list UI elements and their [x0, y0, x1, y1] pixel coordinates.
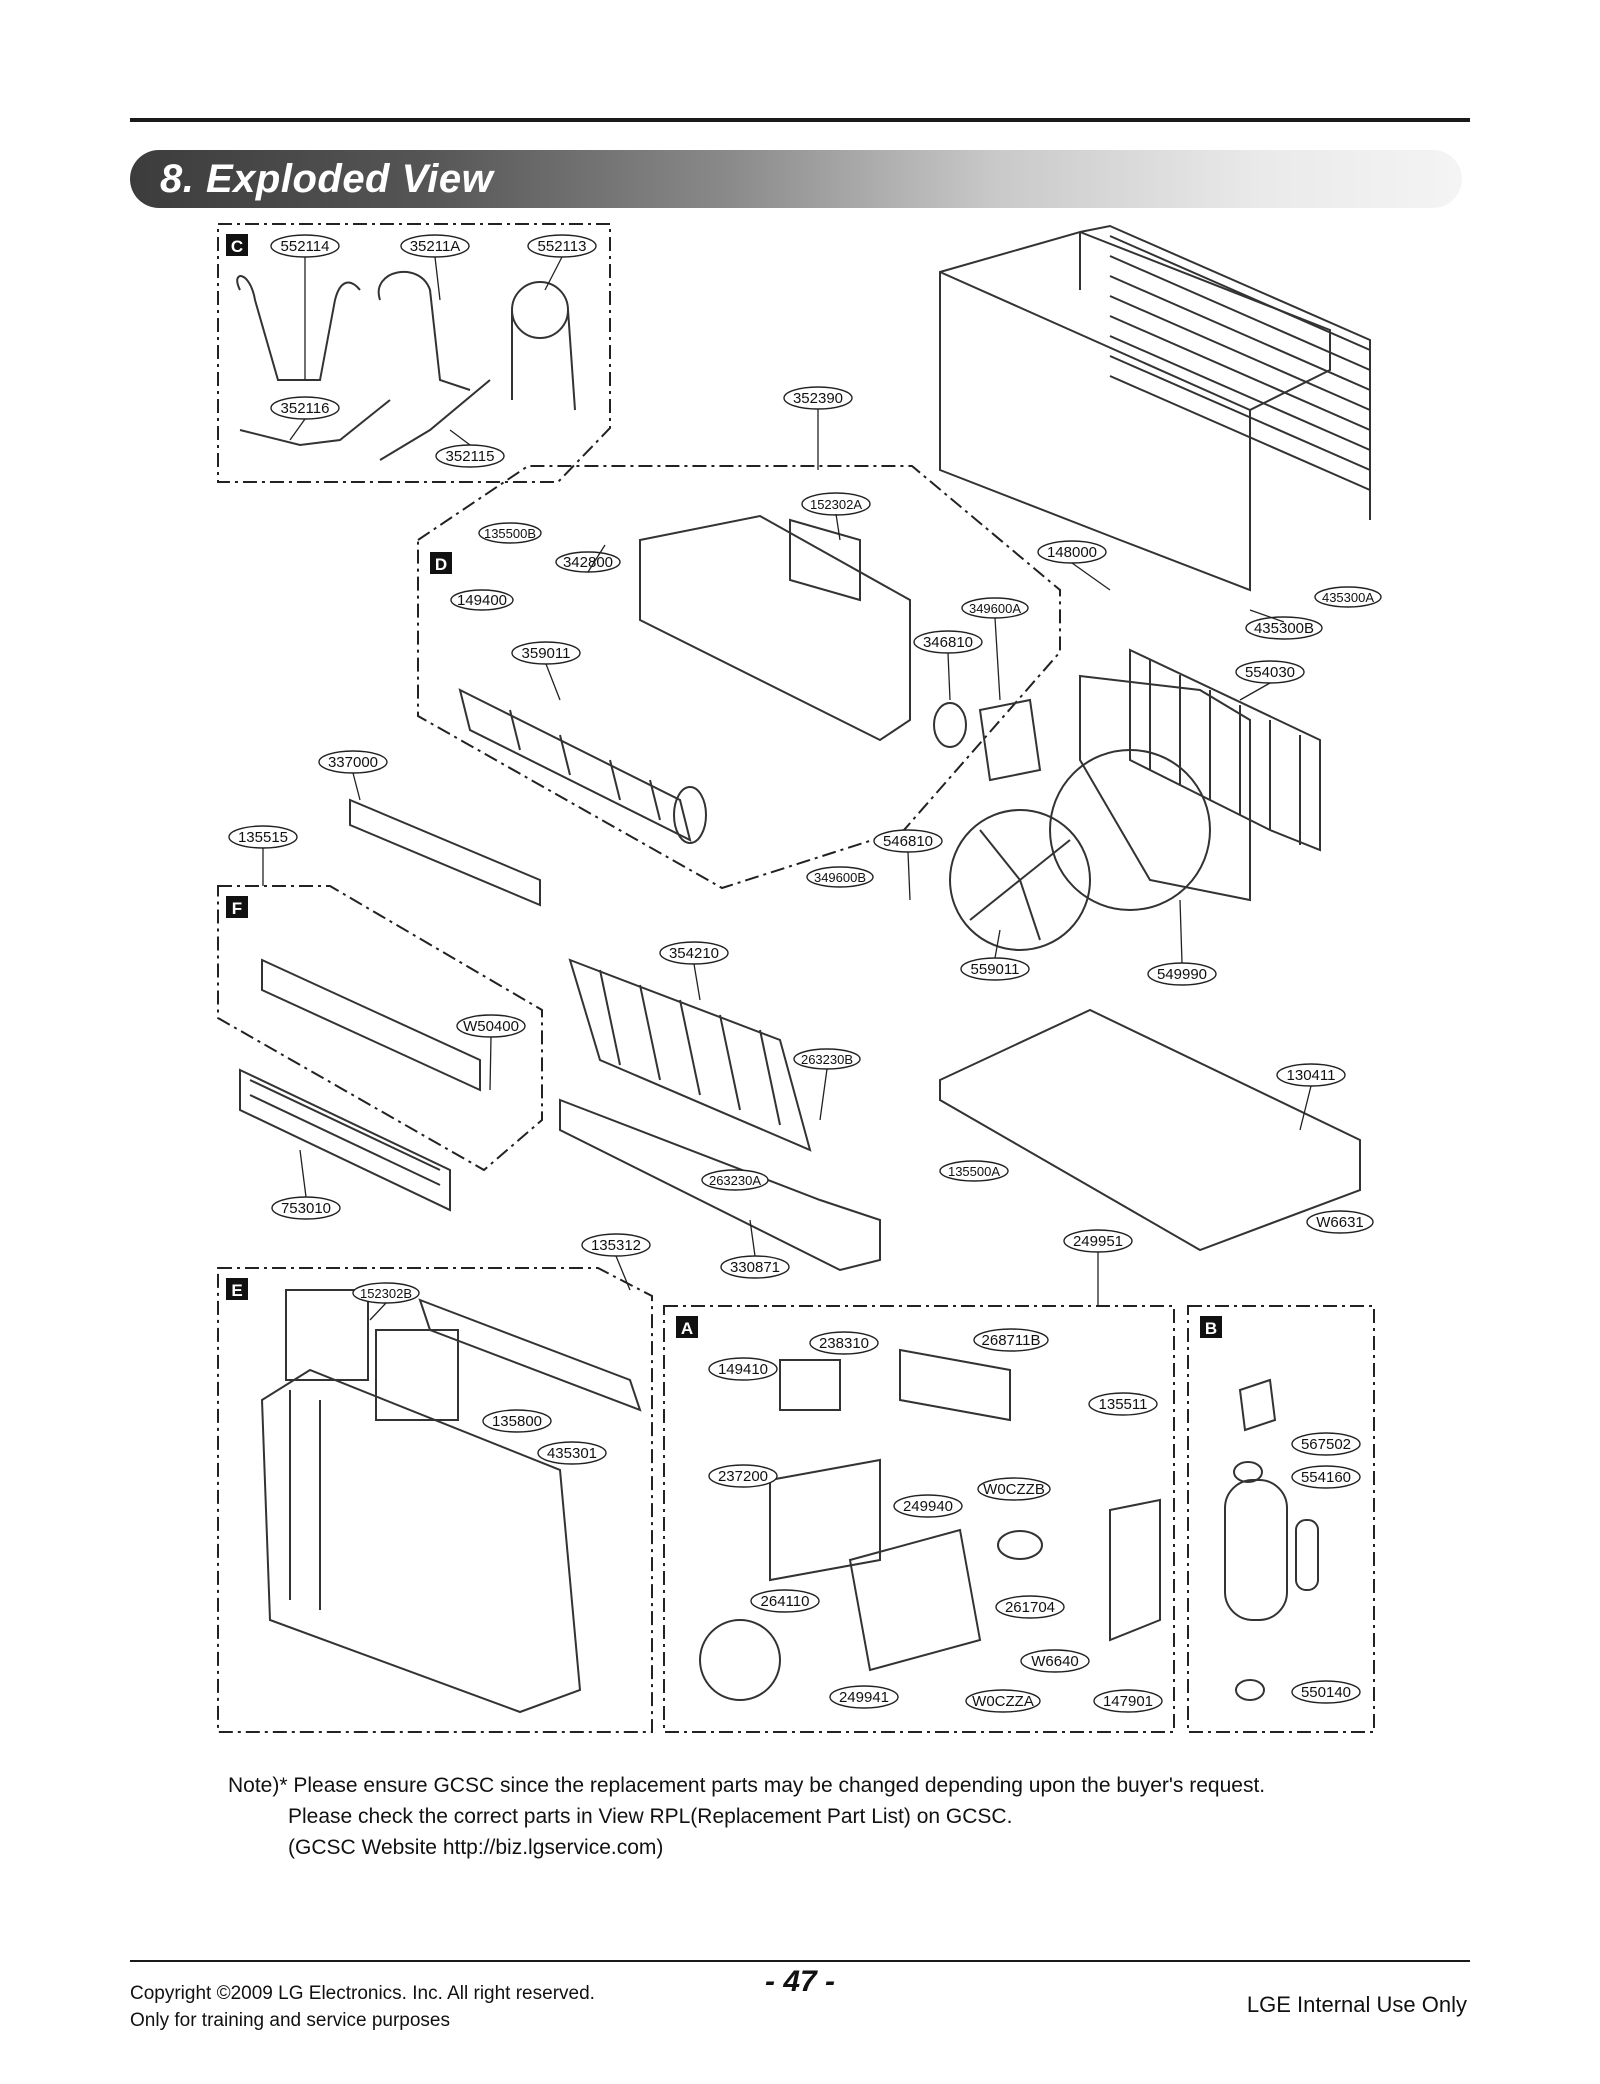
part-label: 135515 — [238, 829, 288, 846]
section-label-d: D — [435, 555, 447, 574]
part-label: 149410 — [718, 1361, 768, 1378]
section-b-frame — [1187, 1305, 1375, 1733]
copyright: Copyright ©2009 LG Electronics. Inc. All… — [130, 1983, 595, 2004]
part-label: 352115 — [446, 448, 495, 465]
part-label: 352390 — [793, 390, 843, 407]
internal-use: LGE Internal Use Only — [1246, 1992, 1467, 2017]
part-label: 342800 — [563, 554, 613, 571]
part-label: 559011 — [971, 961, 1020, 978]
section-label-c: C — [231, 237, 243, 256]
note-line-1: Note)* Please ensure GCSC since the repl… — [228, 1774, 1266, 1797]
part-label: 354210 — [669, 945, 719, 962]
part-label: W50400 — [463, 1018, 519, 1035]
bottom-rule — [130, 1960, 1470, 1962]
part-label: 753010 — [281, 1200, 331, 1217]
part-label: 135500B — [484, 526, 536, 541]
part-label: 238310 — [819, 1335, 869, 1352]
section-label-b: B — [1205, 1319, 1217, 1338]
part-label: 550140 — [1301, 1684, 1351, 1701]
part-label: 435300A — [1322, 590, 1374, 605]
note-line-3: (GCSC Website http://biz.lgservice.com) — [288, 1836, 664, 1859]
part-label: 552113 — [538, 238, 587, 255]
part-label: 263230A — [709, 1173, 761, 1188]
part-label: 152302B — [360, 1286, 412, 1301]
part-label: 147901 — [1103, 1693, 1153, 1710]
footer-left: Copyright ©2009 LG Electronics. Inc. All… — [130, 1980, 595, 2034]
part-label: 554160 — [1301, 1469, 1351, 1486]
part-label: 435301 — [547, 1445, 597, 1462]
part-label: 149400 — [457, 592, 507, 609]
part-label: 261704 — [1005, 1599, 1055, 1616]
part-label: 135511 — [1099, 1396, 1148, 1413]
note-block: Note)* Please ensure GCSC since the repl… — [228, 1770, 1448, 1863]
part-label: 554030 — [1245, 664, 1295, 681]
section-d-frame — [417, 465, 1061, 890]
part-label: 435300B — [1254, 620, 1314, 637]
part-label: 35211A — [410, 238, 461, 255]
part-label: W6631 — [1316, 1214, 1364, 1231]
part-label: 148000 — [1047, 544, 1097, 561]
part-label: 135500A — [948, 1164, 1000, 1179]
section-banner — [130, 150, 1462, 208]
part-label: 268711B — [982, 1332, 1041, 1349]
part-label: 552114 — [281, 238, 330, 255]
page-title: 8. Exploded View — [160, 157, 494, 201]
part-label: 152302A — [810, 497, 862, 512]
section-label-a: A — [681, 1319, 693, 1338]
part-label: 346810 — [923, 634, 973, 651]
part-label: 330871 — [730, 1259, 780, 1276]
page-number: - 47 - — [765, 1965, 836, 1998]
part-label: W0CZZA — [972, 1693, 1034, 1710]
section-f-frame — [217, 885, 543, 1172]
part-label: 135800 — [492, 1413, 542, 1430]
part-label: 263230B — [801, 1052, 853, 1067]
part-label: 349600A — [969, 601, 1021, 616]
part-label: W6640 — [1031, 1653, 1079, 1670]
section-a-frame — [663, 1305, 1175, 1733]
part-label: 359011 — [522, 645, 571, 662]
part-label: 249941 — [839, 1689, 889, 1706]
section-label-e: E — [231, 1281, 242, 1300]
section-label-f: F — [232, 899, 242, 918]
part-label: 130411 — [1287, 1067, 1336, 1084]
part-label: 337000 — [328, 754, 378, 771]
training-note: Only for training and service purposes — [130, 2010, 450, 2031]
top-rule — [130, 118, 1470, 122]
part-label: W0CZZB — [983, 1481, 1045, 1498]
part-label: 352116 — [281, 400, 330, 417]
part-label: 349600B — [814, 870, 866, 885]
note-line-2: Please check the correct parts in View R… — [288, 1805, 1013, 1828]
part-label: 237200 — [718, 1468, 768, 1485]
part-label: 135312 — [591, 1237, 641, 1254]
part-label: 264110 — [761, 1593, 810, 1610]
part-label: 546810 — [883, 833, 933, 850]
part-label: 567502 — [1301, 1436, 1351, 1453]
part-label: 549990 — [1157, 966, 1207, 983]
section-c-frame — [217, 223, 611, 483]
section-e-frame — [217, 1267, 653, 1733]
part-label: 249940 — [903, 1498, 953, 1515]
part-label: 249951 — [1073, 1233, 1123, 1250]
